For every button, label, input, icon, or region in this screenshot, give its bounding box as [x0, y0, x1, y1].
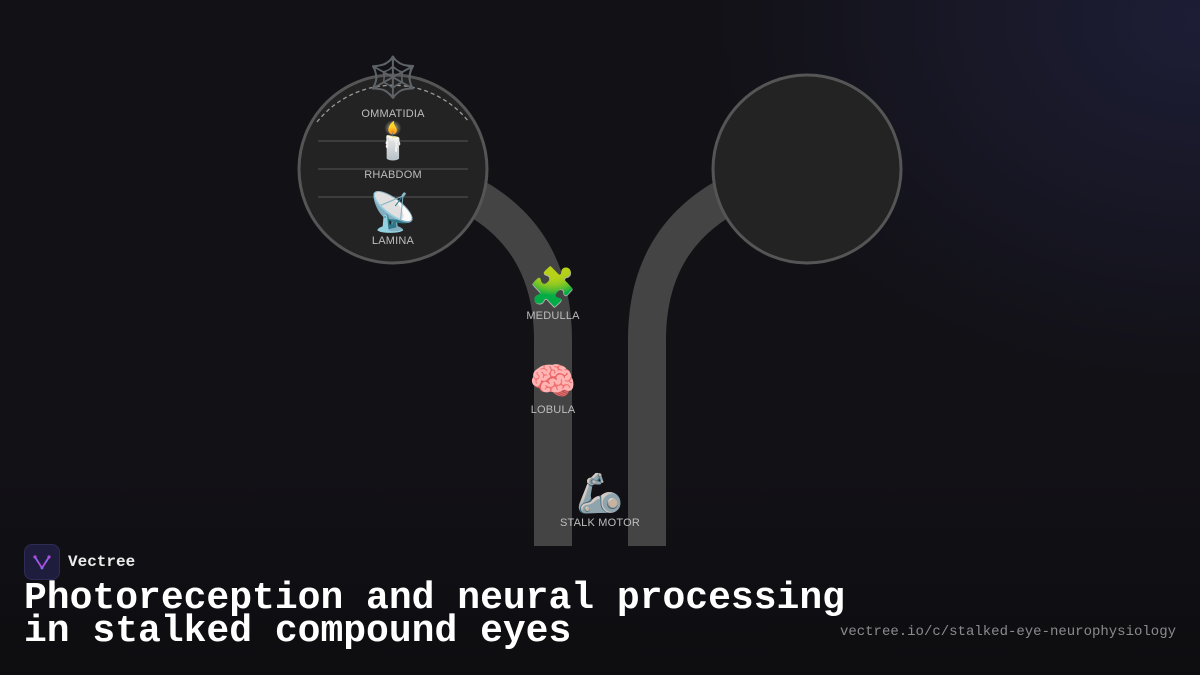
spider-web-icon: 🕸️ [368, 55, 418, 101]
page-title: Photoreception and neural processing in … [24, 577, 845, 653]
puzzle-piece-icon: 🧩 [529, 265, 577, 309]
cornea-arc [316, 84, 470, 123]
right-eye [711, 73, 903, 265]
node-label-stalk-motor: STALK MOTOR [559, 517, 641, 529]
brain-icon: 🧠 [529, 359, 577, 403]
satellite-dish-icon: 📡 [369, 190, 417, 234]
node-label-lamina: LAMINA [371, 235, 415, 247]
node-label-medulla: MEDULLA [526, 310, 580, 322]
vectree-logo-icon [24, 544, 60, 580]
source-url: vectree.io/c/stalked-eye-neurophysiology [839, 624, 1176, 640]
node-label-ommatidia: OMMATIDIA [361, 108, 425, 120]
candle-icon: 🕯️ [370, 121, 416, 162]
node-label-rhabdom: RHABDOM [364, 169, 422, 181]
node-label-lobula: LOBULA [530, 404, 576, 416]
brand-name: Vectree [68, 553, 136, 571]
mechanical-arm-icon: 🦾 [576, 471, 624, 515]
brand: Vectree [24, 544, 135, 580]
